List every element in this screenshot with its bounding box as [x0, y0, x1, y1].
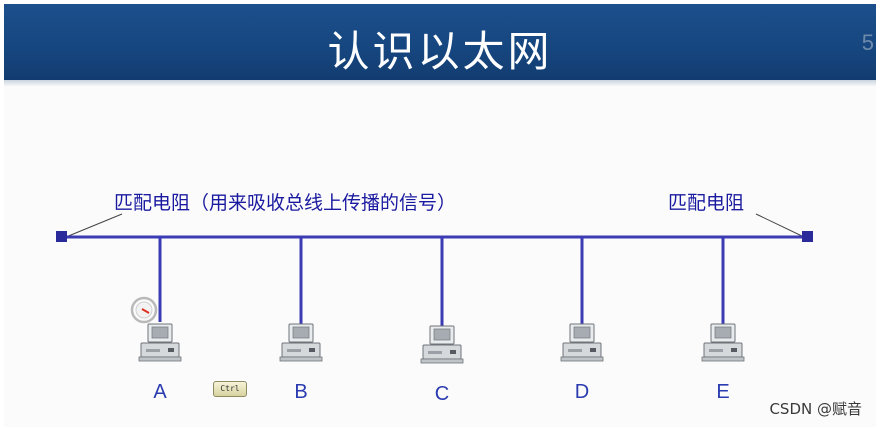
ctrl-key-indicator: Ctrl	[213, 381, 247, 397]
computer-icon-d	[560, 323, 604, 362]
node-label-a: A	[153, 381, 167, 403]
bus-diagram	[56, 213, 813, 364]
left-label-leader	[65, 213, 123, 238]
title-bar: 认识以太网 5	[4, 4, 876, 86]
cursor-highlight-icon	[130, 296, 158, 324]
node-label-c: C	[434, 383, 450, 405]
right-label-leader	[755, 213, 805, 238]
terminator-left	[56, 231, 67, 242]
slide-title: 认识以太网	[327, 27, 553, 76]
node-label-e: E	[716, 381, 730, 403]
computer-icon-e	[701, 323, 745, 362]
computer-icon-a	[138, 323, 182, 362]
node-label-b: B	[294, 381, 308, 403]
slide: 认识以太网 5	[4, 4, 876, 427]
terminator-label-right: 匹配电阻	[668, 192, 745, 214]
watermark: CSDN @赋音	[769, 400, 862, 418]
computer-icon-b	[279, 323, 323, 362]
computer-icon-c	[420, 325, 464, 364]
terminator-label-left: 匹配电阻（用来吸收总线上传播的信号）	[114, 192, 457, 214]
page-number: 5	[861, 30, 874, 55]
node-label-d: D	[574, 381, 590, 403]
terminator-right	[802, 231, 813, 242]
